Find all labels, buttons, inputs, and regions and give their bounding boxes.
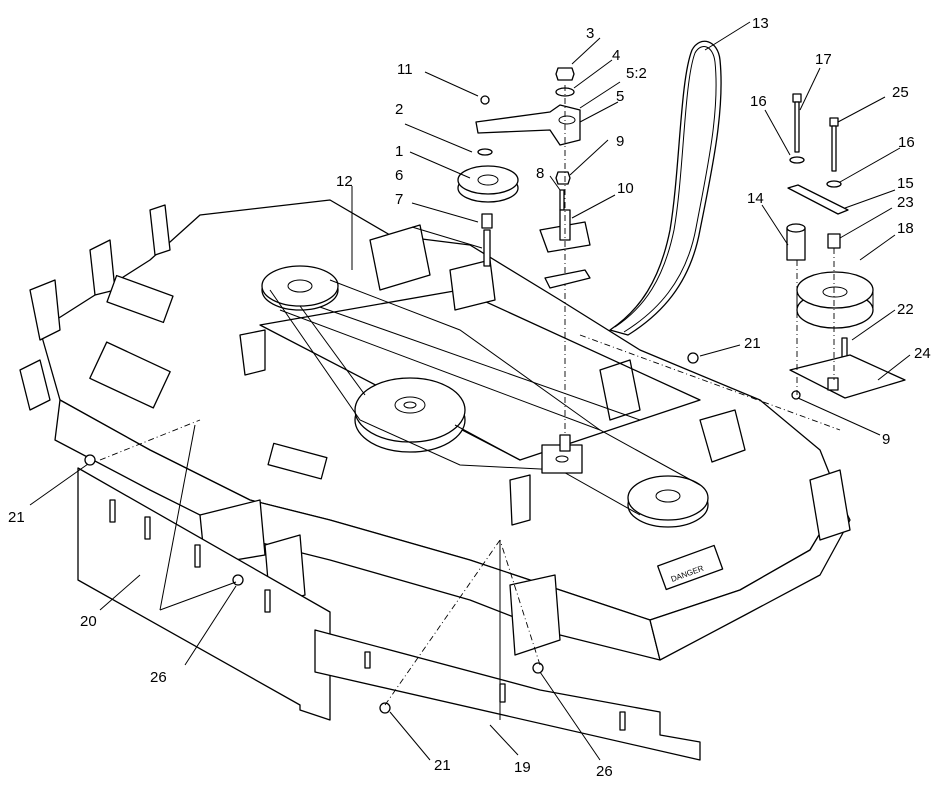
flange-nut-front [379,702,391,714]
callout-8: 8 [536,165,544,182]
leader-lines [29,21,911,761]
callout-22: 22 [897,301,914,318]
deck-pulley-right [627,475,709,528]
deck-pulley-center [354,377,466,453]
callout-4: 4 [612,47,620,64]
callout-26-left: 26 [150,669,167,686]
callout-16-right: 16 [898,134,915,151]
callout-labels: 1 2 3 4 5:2 5 6 7 8 9 9 10 11 12 13 14 1… [8,15,931,780]
callout-18: 18 [897,220,914,237]
callout-3: 3 [586,25,594,42]
deck-pulley-left [261,265,339,311]
callout-21-left: 21 [8,509,25,526]
callout-19: 19 [514,759,531,776]
carriage-bolt-front [532,662,544,674]
callout-14: 14 [747,190,764,207]
callout-25: 25 [892,84,909,101]
callout-1: 1 [395,143,403,160]
callout-12: 12 [336,173,353,190]
callout-6: 6 [395,167,403,184]
deck-belt [269,279,701,516]
callout-5: 5 [616,88,624,105]
flange-nut-right [687,352,699,364]
callout-10: 10 [617,180,634,197]
baffle-front [314,629,701,761]
callout-15: 15 [897,175,914,192]
callout-21-right: 21 [744,335,761,352]
callout-13: 13 [752,15,769,32]
callout-7: 7 [395,191,403,208]
callout-11: 11 [397,61,413,78]
drive-belt [609,40,722,336]
callout-23: 23 [897,194,914,211]
callout-20: 20 [80,613,97,630]
callout-9-right: 9 [882,431,890,448]
callout-2: 2 [395,101,403,118]
callout-9-top: 9 [616,133,624,150]
callout-17: 17 [815,51,832,68]
idler-arm-assembly [457,67,591,452]
callout-24: 24 [914,345,931,362]
callout-16-left: 16 [750,93,767,110]
carriage-bolt-left [232,574,244,586]
callout-21-bottom: 21 [434,757,451,774]
callout-5-2: 5:2 [626,65,647,82]
callout-26-bottom: 26 [596,763,613,780]
flange-nut-left [84,454,96,466]
spring-idler-assembly [786,93,906,400]
